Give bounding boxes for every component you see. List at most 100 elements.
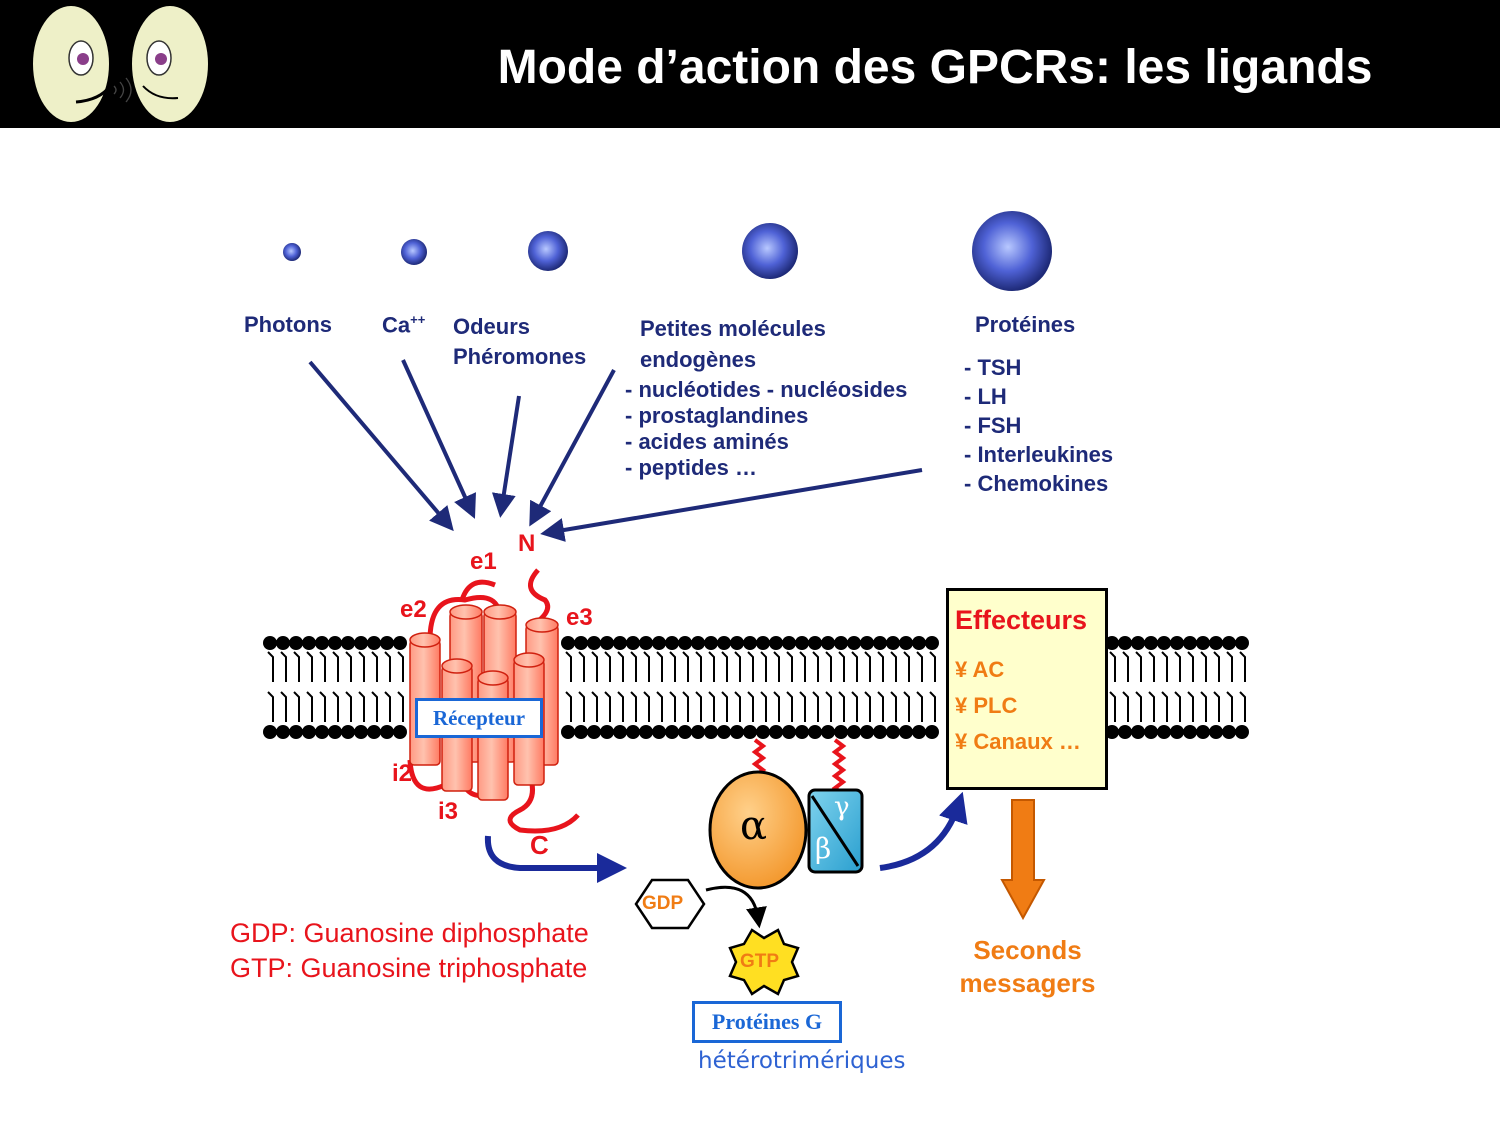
lipid-head <box>821 636 835 650</box>
lipid-head <box>1118 725 1132 739</box>
lipid-tail <box>864 651 871 682</box>
lipid-bilayer <box>263 636 1249 739</box>
lipid-head <box>380 725 394 739</box>
lipid-tail <box>760 691 767 722</box>
slide-title: Mode d’action des GPCRs: les ligands <box>497 41 1373 94</box>
lipid-head <box>393 636 407 650</box>
lipid-tail <box>786 691 793 722</box>
lipid-tail <box>630 651 637 682</box>
gamma-label: γ <box>834 792 850 822</box>
lipid-tail <box>293 691 300 722</box>
gtp-label: GTP <box>740 951 780 972</box>
lipid-head <box>860 636 874 650</box>
calcium-label: Ca++ <box>382 312 426 338</box>
lipid-head <box>276 636 290 650</box>
lipid-tail <box>1135 651 1142 682</box>
lipid-tail <box>1200 691 1207 722</box>
lipid-tail <box>825 651 832 682</box>
lipid-head <box>652 636 666 650</box>
lipid-tail <box>1161 651 1168 682</box>
lipid-tail <box>773 691 780 722</box>
lipid-tail <box>1174 691 1181 722</box>
effecteur-ac: ¥ AC <box>955 657 1005 682</box>
lipid-head <box>263 636 277 650</box>
e3-label: e3 <box>566 604 593 631</box>
lipid-tail <box>643 691 650 722</box>
lipid-tail <box>864 691 871 722</box>
lipid-tail <box>293 651 300 682</box>
lipid-head <box>1222 725 1236 739</box>
lipid-head <box>730 725 744 739</box>
lipid-tail <box>1161 691 1168 722</box>
lipid-head <box>873 725 887 739</box>
lipid-tail <box>371 651 378 682</box>
lipid-head <box>367 636 381 650</box>
lipid-tail <box>799 651 806 682</box>
protein-sphere <box>972 211 1052 291</box>
lipid-tail <box>1148 651 1155 682</box>
legend-gtp: GTP: Guanosine triphosphate <box>230 953 588 983</box>
lipid-tail <box>306 651 313 682</box>
alpha-anchor <box>751 738 767 778</box>
lipid-tail <box>630 691 637 722</box>
lipid-head <box>925 636 939 650</box>
lipid-tail <box>617 651 624 682</box>
lipid-tail <box>903 691 910 722</box>
lipid-tail <box>708 691 715 722</box>
lipid-tail <box>708 651 715 682</box>
lipid-head <box>925 725 939 739</box>
lipid-tail <box>929 691 936 722</box>
e2-label: e2 <box>400 596 427 623</box>
lipid-head <box>367 725 381 739</box>
logo-faces-icon <box>33 6 208 122</box>
lipid-head <box>1183 725 1197 739</box>
lipid-head <box>315 636 329 650</box>
lipid-head <box>1235 636 1249 650</box>
lipid-tail <box>397 651 404 682</box>
alpha-label: α <box>740 803 768 849</box>
effecteurs-title: Effecteurs <box>955 605 1088 635</box>
beta-label: β <box>815 832 832 865</box>
lipid-head <box>380 636 394 650</box>
lipid-head <box>847 725 861 739</box>
lipid-tail <box>1109 691 1116 722</box>
lipid-tail <box>267 651 274 682</box>
lipid-tail <box>903 651 910 682</box>
small-molecule-sphere <box>742 223 798 279</box>
lipid-tail <box>1135 691 1142 722</box>
lipid-tail <box>332 691 339 722</box>
lipid-tail <box>1213 691 1220 722</box>
lipid-tail <box>578 651 585 682</box>
lipid-head <box>587 725 601 739</box>
lipid-head <box>1157 636 1171 650</box>
gprotein-to-effector-arrow <box>879 791 968 871</box>
i2-label: i2 <box>392 760 413 787</box>
lipid-tail <box>384 691 391 722</box>
lipid-head <box>1131 725 1145 739</box>
lipid-head <box>756 636 770 650</box>
lipid-tail <box>877 691 884 722</box>
i3-label: i3 <box>438 798 459 825</box>
lipid-tail <box>760 651 767 682</box>
lipid-head <box>1144 725 1158 739</box>
lipid-tail <box>1239 691 1246 722</box>
lipid-tail <box>851 651 858 682</box>
lipid-tail <box>877 651 884 682</box>
lipid-head <box>574 636 588 650</box>
lipid-head <box>302 725 316 739</box>
lipid-head <box>743 636 757 650</box>
lipid-head <box>302 636 316 650</box>
lipid-tail <box>1174 651 1181 682</box>
lipid-head <box>341 636 355 650</box>
lipid-head <box>899 725 913 739</box>
lipid-head <box>860 725 874 739</box>
lipid-tail <box>812 691 819 722</box>
petites-molecules-list: - nucléotides - nucléosides - prostaglan… <box>625 377 908 480</box>
lipid-head <box>769 636 783 650</box>
lipid-head <box>1105 636 1119 650</box>
lipid-head <box>1196 725 1210 739</box>
lipid-head <box>289 636 303 650</box>
